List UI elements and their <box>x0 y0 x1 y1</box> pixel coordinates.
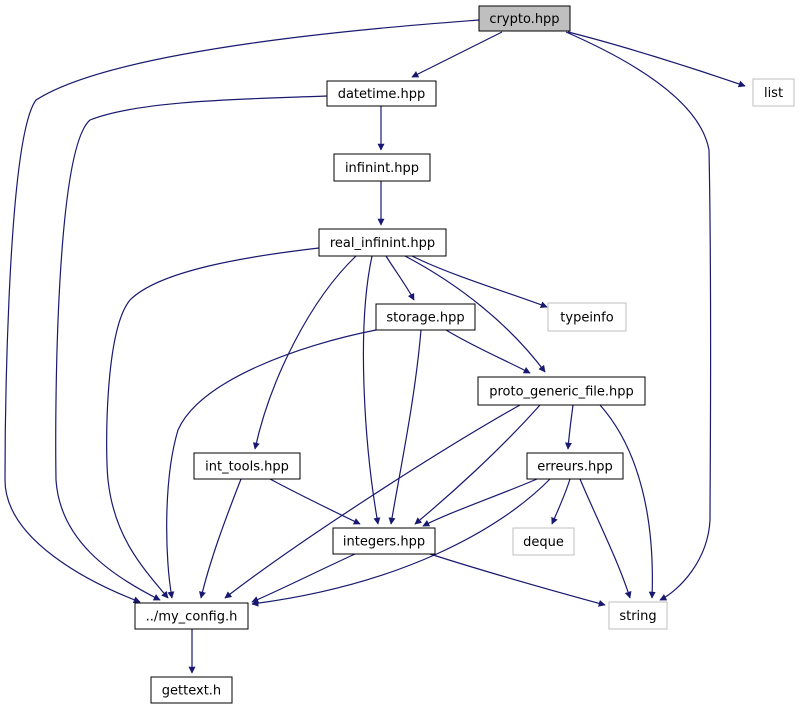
edge-proto_generic_file-to-string <box>599 404 656 599</box>
edge-int_tools-to-integers <box>269 478 361 525</box>
edge-erreurs-to-deque <box>551 478 571 525</box>
node-storage[interactable]: storage.hpp <box>375 303 476 331</box>
edge-datetime-to-my_config <box>55 95 328 601</box>
edge-proto_generic_file-to-integers <box>414 404 541 525</box>
node-label: integers.hpp <box>343 535 425 550</box>
edge-crypto-to-my_config <box>4 19 480 604</box>
node-crypto[interactable]: crypto.hpp <box>478 5 571 32</box>
node-my-config[interactable]: ../my_config.h <box>134 602 249 630</box>
edge-integers-to-string <box>429 553 606 607</box>
edge-proto_generic_file-to-erreurs <box>564 404 574 450</box>
node-box <box>150 676 233 704</box>
edge-crypto-to-datetime <box>411 31 503 78</box>
edge-real_infinint-to-my_config <box>106 247 320 599</box>
node-real-infinint[interactable]: real_infinint.hpp <box>318 228 447 257</box>
node-int-tools[interactable]: int_tools.hpp <box>193 452 301 480</box>
node-box <box>193 452 301 480</box>
node-label: infinint.hpp <box>345 161 419 176</box>
edge-real_infinint-to-storage <box>385 255 415 301</box>
node-label: gettext.h <box>162 684 221 699</box>
node-box <box>134 602 249 630</box>
edge-storage-to-my_config <box>166 329 377 599</box>
edge-proto_generic_file-to-my_config <box>224 404 521 599</box>
node-label: storage.hpp <box>386 311 464 326</box>
node-gettext[interactable]: gettext.h <box>150 676 233 704</box>
node-box <box>333 153 431 182</box>
node-label: typeinfo <box>560 311 613 326</box>
edge-crypto-to-string <box>565 31 712 601</box>
edges <box>4 19 746 674</box>
edge-integers-to-my_config <box>251 553 356 603</box>
node-deque: deque <box>512 527 575 556</box>
node-box <box>332 527 436 555</box>
node-label: crypto.hpp <box>489 12 559 27</box>
node-label: list <box>764 86 783 101</box>
node-box <box>375 303 476 331</box>
node-box <box>512 527 575 556</box>
edge-storage-to-proto_generic_file <box>445 329 531 374</box>
node-label: real_infinint.hpp <box>330 236 435 251</box>
node-box <box>608 601 668 630</box>
node-label: string <box>619 609 656 624</box>
node-box <box>326 80 437 107</box>
node-label: datetime.hpp <box>338 87 426 102</box>
node-integers[interactable]: integers.hpp <box>332 527 436 555</box>
node-string: string <box>608 601 668 630</box>
node-label: erreurs.hpp <box>537 460 612 475</box>
node-box <box>526 452 624 480</box>
edge-real_infinint-to-typeinfo <box>411 255 548 309</box>
edge-real_infinint-to-int_tools <box>252 255 357 450</box>
node-box <box>478 5 571 32</box>
node-list: list <box>752 78 795 107</box>
edge-erreurs-to-string <box>579 478 632 599</box>
node-label: int_tools.hpp <box>205 460 289 475</box>
node-box <box>477 376 646 406</box>
edge-crypto-to-list <box>567 31 746 88</box>
node-erreurs[interactable]: erreurs.hpp <box>526 452 624 480</box>
edge-int_tools-to-my_config <box>199 478 242 599</box>
edge-real_infinint-to-integers <box>362 255 381 525</box>
node-proto-generic-file[interactable]: proto_generic_file.hpp <box>477 376 646 406</box>
edge-storage-to-integers <box>388 329 422 525</box>
node-box <box>318 228 447 257</box>
edge-real_infinint-to-proto_generic_file <box>404 255 546 373</box>
edge-erreurs-to-integers <box>422 478 538 527</box>
node-label: proto_generic_file.hpp <box>489 385 634 400</box>
node-label: ../my_config.h <box>146 610 238 625</box>
nodes: crypto.hpp datetime.hpp list infinint.hpp re… <box>134 5 795 704</box>
node-infinint[interactable]: infinint.hpp <box>333 153 431 182</box>
node-box <box>547 302 627 332</box>
node-datetime[interactable]: datetime.hpp <box>326 80 437 107</box>
node-label: deque <box>523 535 564 550</box>
edge-erreurs-to-my_config <box>251 478 551 607</box>
node-typeinfo: typeinfo <box>547 302 627 332</box>
node-box <box>752 78 795 107</box>
